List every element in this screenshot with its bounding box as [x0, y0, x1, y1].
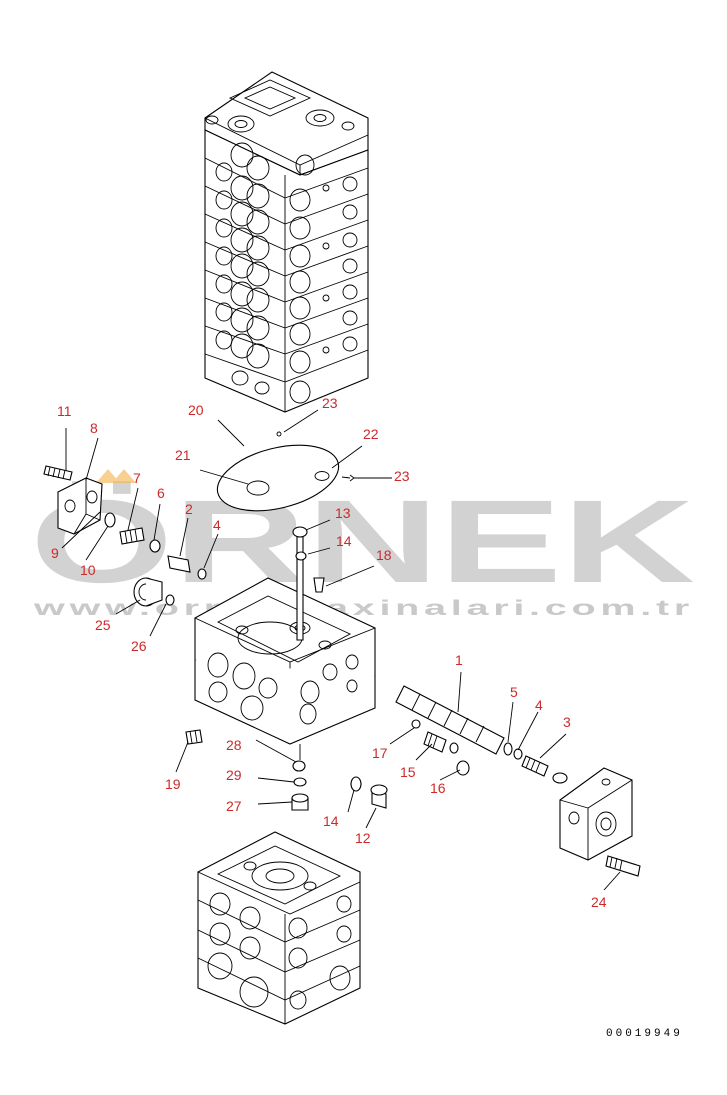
- callout-15: 15: [400, 764, 416, 780]
- callout-29: 29: [226, 767, 242, 783]
- callout-14-lower: 14: [323, 813, 339, 829]
- callout-17: 17: [372, 745, 388, 761]
- callout-4-left: 4: [213, 517, 221, 533]
- main-valve-section: [194, 526, 376, 745]
- watermark-url: www.ornekmaxinalari.com.tr: [32, 597, 694, 620]
- callout-1: 1: [455, 652, 463, 668]
- lower-valve-stack: [197, 831, 361, 1025]
- callout-13: 13: [335, 505, 351, 521]
- callout-16: 16: [430, 780, 446, 796]
- watermark-accent-mark: [96, 469, 136, 483]
- right-end-cap: [559, 767, 641, 877]
- callout-labels: 11 8 7 6 2 4 9 10 25 26 20 21 22 23 23 1…: [51, 395, 607, 910]
- callout-28: 28: [226, 737, 242, 753]
- callout-10: 10: [80, 562, 96, 578]
- callout-12: 12: [355, 830, 371, 846]
- callout-5: 5: [510, 684, 518, 700]
- upper-valve-stack: [204, 71, 369, 413]
- callout-4-right: 4: [535, 697, 543, 713]
- callout-6: 6: [157, 485, 165, 501]
- callout-3: 3: [563, 714, 571, 730]
- leader-lines: [61, 409, 621, 891]
- callout-18: 18: [376, 547, 392, 563]
- callout-21: 21: [175, 447, 191, 463]
- callout-25: 25: [95, 617, 111, 633]
- watermark: ÖRNEK www.ornekmaxinalari.com.tr: [30, 469, 695, 620]
- callout-24: 24: [591, 894, 607, 910]
- callout-7: 7: [133, 470, 141, 486]
- callout-14-upper: 14: [336, 533, 352, 549]
- callout-9: 9: [51, 545, 59, 561]
- callout-22: 22: [363, 426, 379, 442]
- callout-19: 19: [165, 776, 181, 792]
- callout-23-top: 23: [322, 395, 338, 411]
- callout-23-right: 23: [394, 468, 410, 484]
- plug-25: [133, 577, 175, 607]
- drawing-code: 00019949: [606, 1028, 683, 1040]
- callout-2: 2: [185, 501, 193, 517]
- callout-20: 20: [188, 402, 204, 418]
- callout-8: 8: [90, 420, 98, 436]
- lower-small-parts: [185, 729, 388, 811]
- callout-26: 26: [131, 638, 147, 654]
- callout-11: 11: [57, 403, 72, 419]
- spool-assembly: [395, 685, 568, 784]
- callout-27: 27: [226, 798, 242, 814]
